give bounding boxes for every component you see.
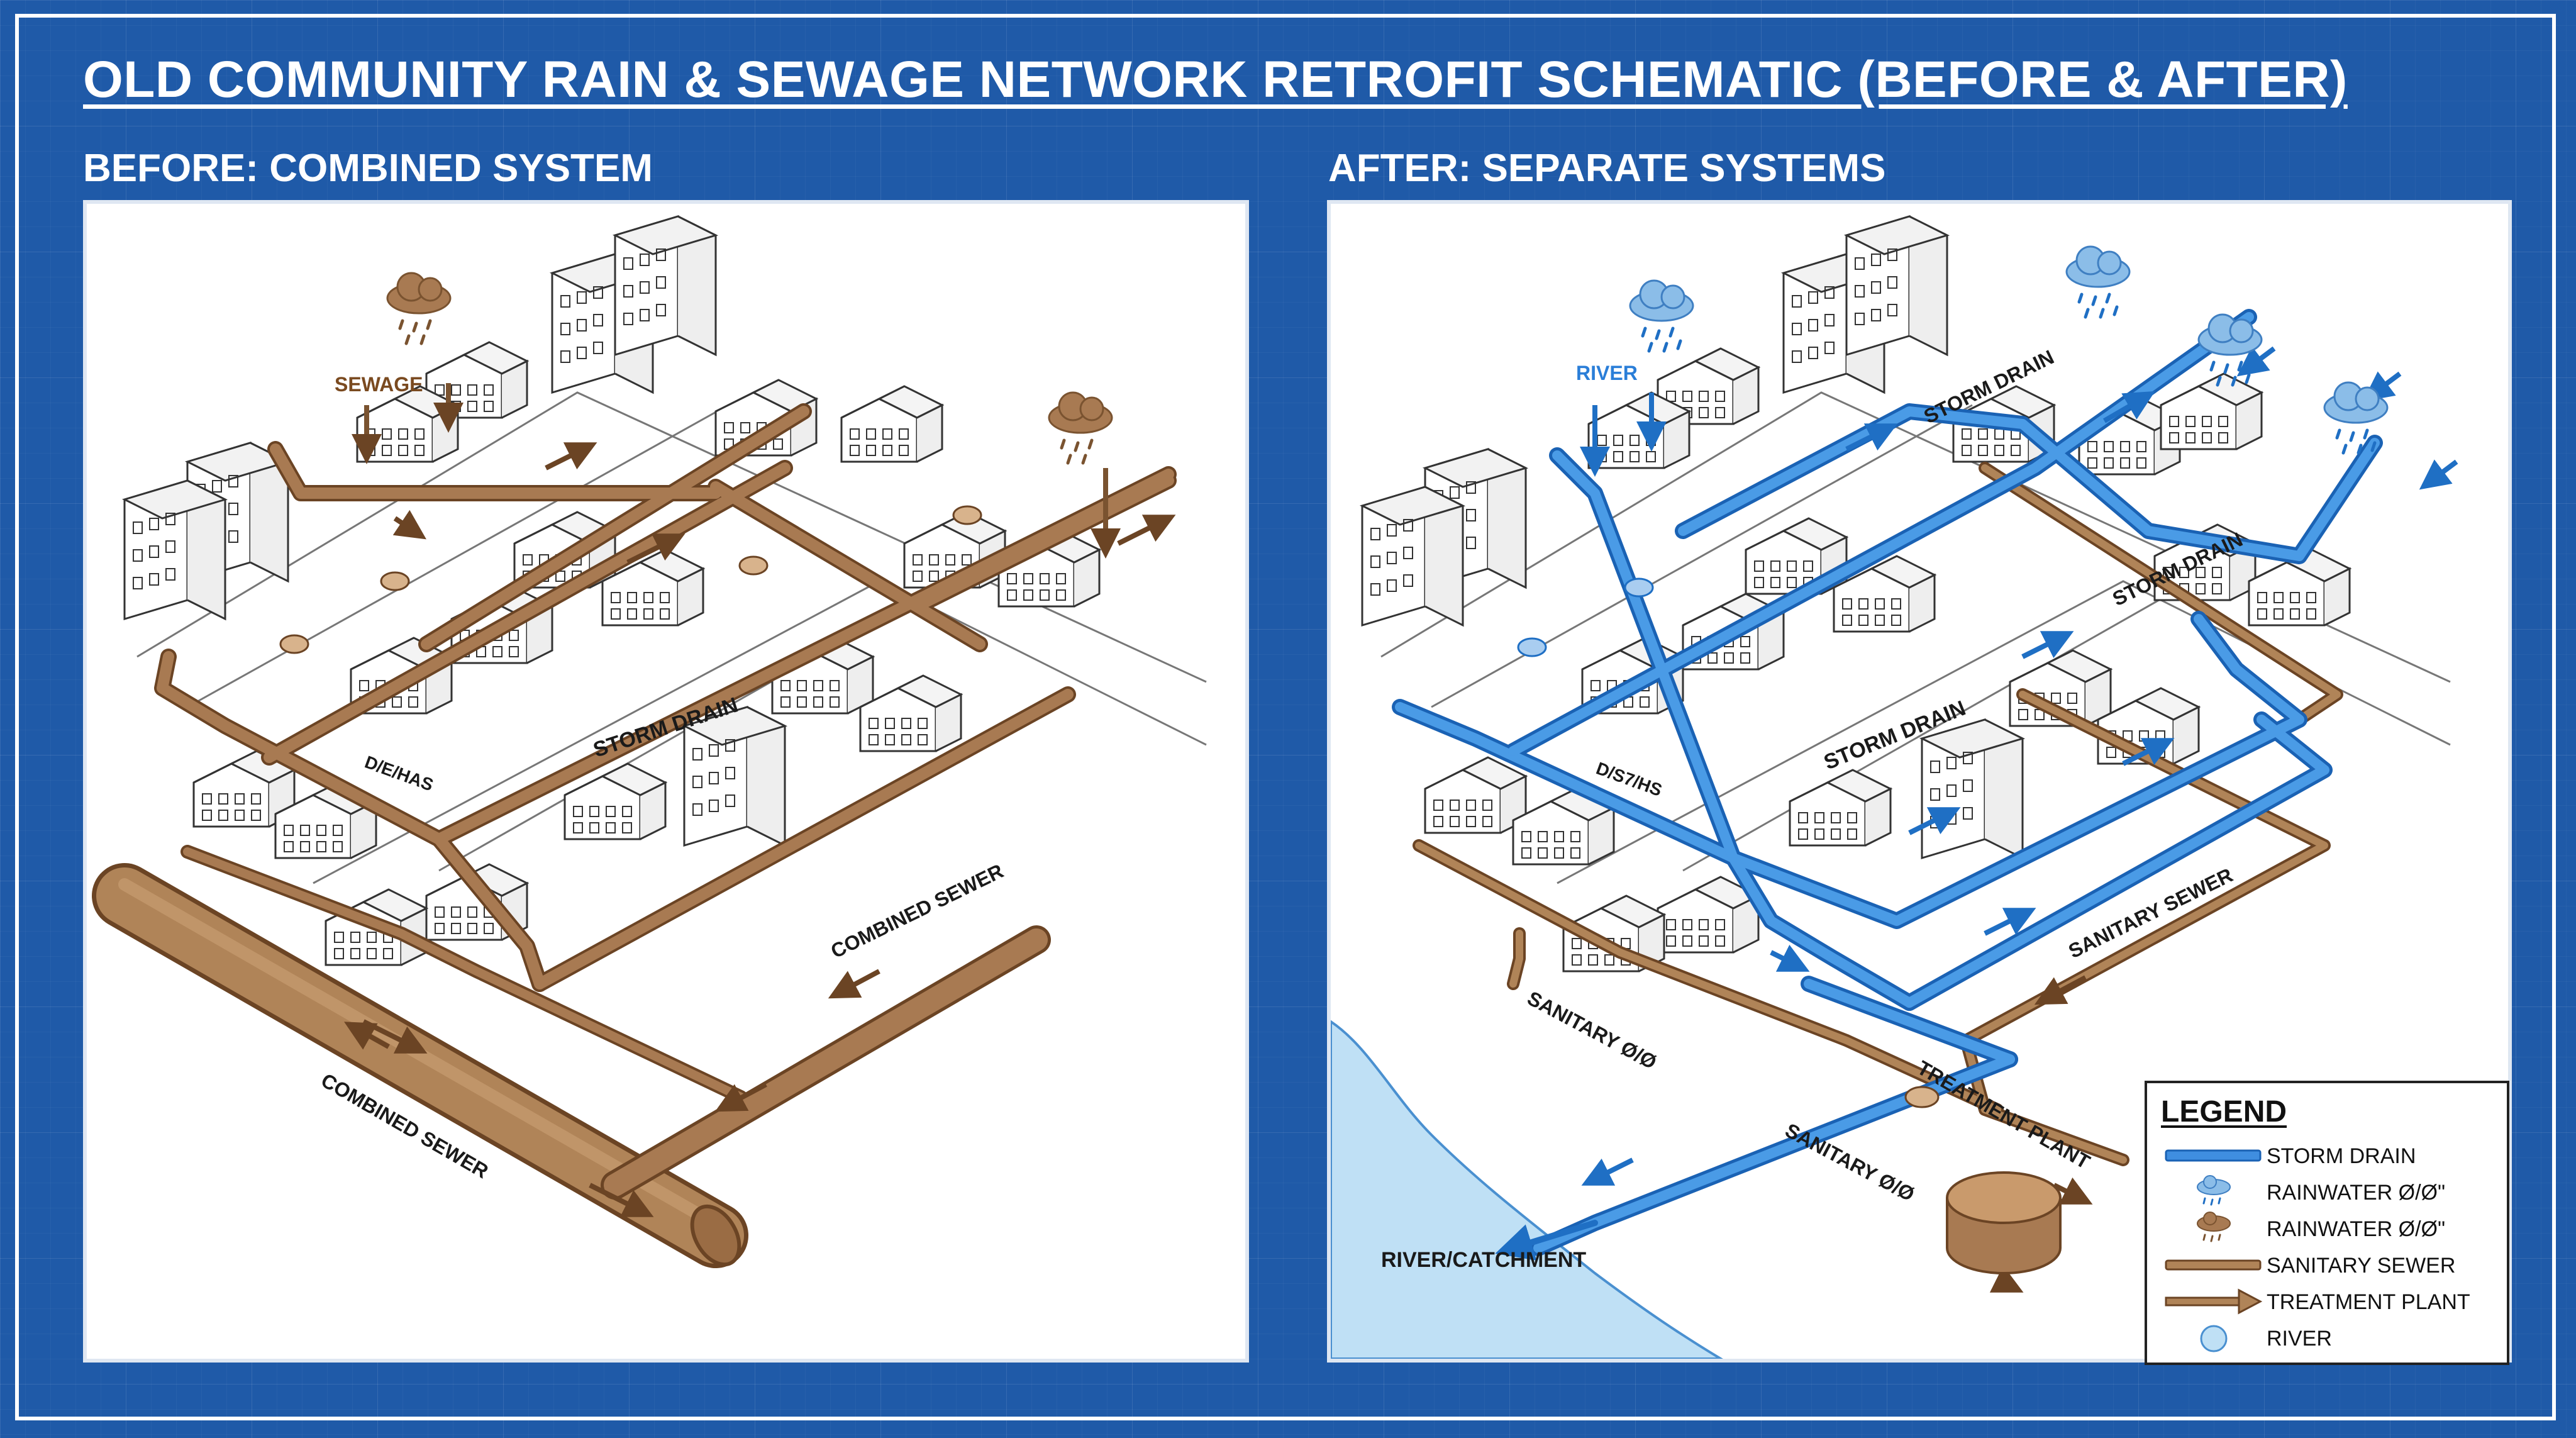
rain-cloud-icon <box>1049 393 1112 463</box>
legend-label: SANITARY SEWER <box>2267 1253 2456 1278</box>
blueprint-frame <box>15 14 2556 1420</box>
river-catchment-label: RIVER/CATCHMENT <box>1381 1248 1586 1272</box>
legend-item-sanitary-sewer: SANITARY SEWER <box>2161 1247 2493 1284</box>
legend-item-storm-drain: STORM DRAIN <box>2161 1138 2493 1174</box>
after-heading: AFTER: SEPARATE SYSTEMS <box>1328 147 1886 190</box>
before-heading: BEFORE: COMBINED SYSTEM <box>83 147 653 190</box>
legend-label: RAINWATER Ø/Ø" <box>2267 1217 2446 1241</box>
manhole-icons <box>1517 577 1940 1108</box>
rain-cloud-icon <box>2199 315 2262 385</box>
page-title: OLD COMMUNITY RAIN & SEWAGE NETWORK RETR… <box>83 51 2348 108</box>
legend-label: STORM DRAIN <box>2267 1144 2416 1168</box>
combined-sewer-label-right: COMBINED SEWER <box>827 859 1007 962</box>
legend-title: LEGEND <box>2161 1095 2287 1129</box>
before-diagram: SEWAGE STORM DRAIN D/E/HAS COMBINED SEWE… <box>92 215 1207 1268</box>
river-area <box>1331 1020 1723 1359</box>
sanitary-label-left: SANITARY Ø/Ø <box>1524 986 1660 1073</box>
legend-item-treatment-plant: TREATMENT PLANT <box>2161 1284 2493 1320</box>
blue-rain-cloud-icon <box>2197 1175 2231 1206</box>
legend-item-rainwater-blue: RAINWATER Ø/Ø" <box>2161 1174 2493 1211</box>
legend: LEGEND STORM DRAIN RAINWATER Ø/Ø" RAINWA… <box>2145 1081 2509 1365</box>
brown-arrow-icon <box>2165 1288 2263 1315</box>
legend-label: RAINWATER Ø/Ø" <box>2267 1180 2446 1205</box>
sanitary-flow-arrows <box>1989 975 2093 1293</box>
sanitary-label-bottom: SANITARY Ø/Ø <box>1782 1118 1918 1205</box>
manhole-icons <box>279 505 982 654</box>
storm-flow-arrows <box>1580 346 2458 1186</box>
treatment-plant-tank <box>1946 1171 2062 1274</box>
legend-item-rainwater-brown: RAINWATER Ø/Ø" <box>2161 1211 2493 1247</box>
legend-item-river: RIVER <box>2161 1320 2493 1357</box>
legend-label: RIVER <box>2267 1326 2332 1351</box>
sewage-arrow-icon <box>352 383 1121 559</box>
after-diagram: RIVER STORM DRAIN STORM DRAIN STORM DRAI… <box>1331 215 2458 1359</box>
buildings-cluster <box>1361 215 2351 973</box>
mirrored-street-label: D/E/HAS <box>362 752 436 795</box>
legend-label: TREATMENT PLANT <box>2267 1290 2470 1314</box>
sewage-label: SEWAGE <box>335 373 423 396</box>
brown-pipe-line-icon <box>2165 1259 2262 1271</box>
brown-rain-cloud-icon <box>2197 1212 2231 1242</box>
rain-cloud-icon <box>2067 247 2129 317</box>
treatment-plant-label: TREATMENT PLANT <box>1914 1056 2094 1174</box>
before-panel: SEWAGE STORM DRAIN D/E/HAS COMBINED SEWE… <box>83 200 1249 1363</box>
rain-cloud-icon <box>387 273 450 343</box>
combined-sewer-network <box>92 403 1177 1268</box>
rain-cloud-icon <box>1630 281 1693 351</box>
blue-pipe-line-icon <box>2165 1149 2262 1162</box>
storm-drain-network <box>1392 309 2383 1261</box>
river-label: RIVER <box>1576 362 1638 384</box>
flow-arrows <box>344 442 1176 1217</box>
light-blue-circle-icon <box>2200 1325 2228 1352</box>
